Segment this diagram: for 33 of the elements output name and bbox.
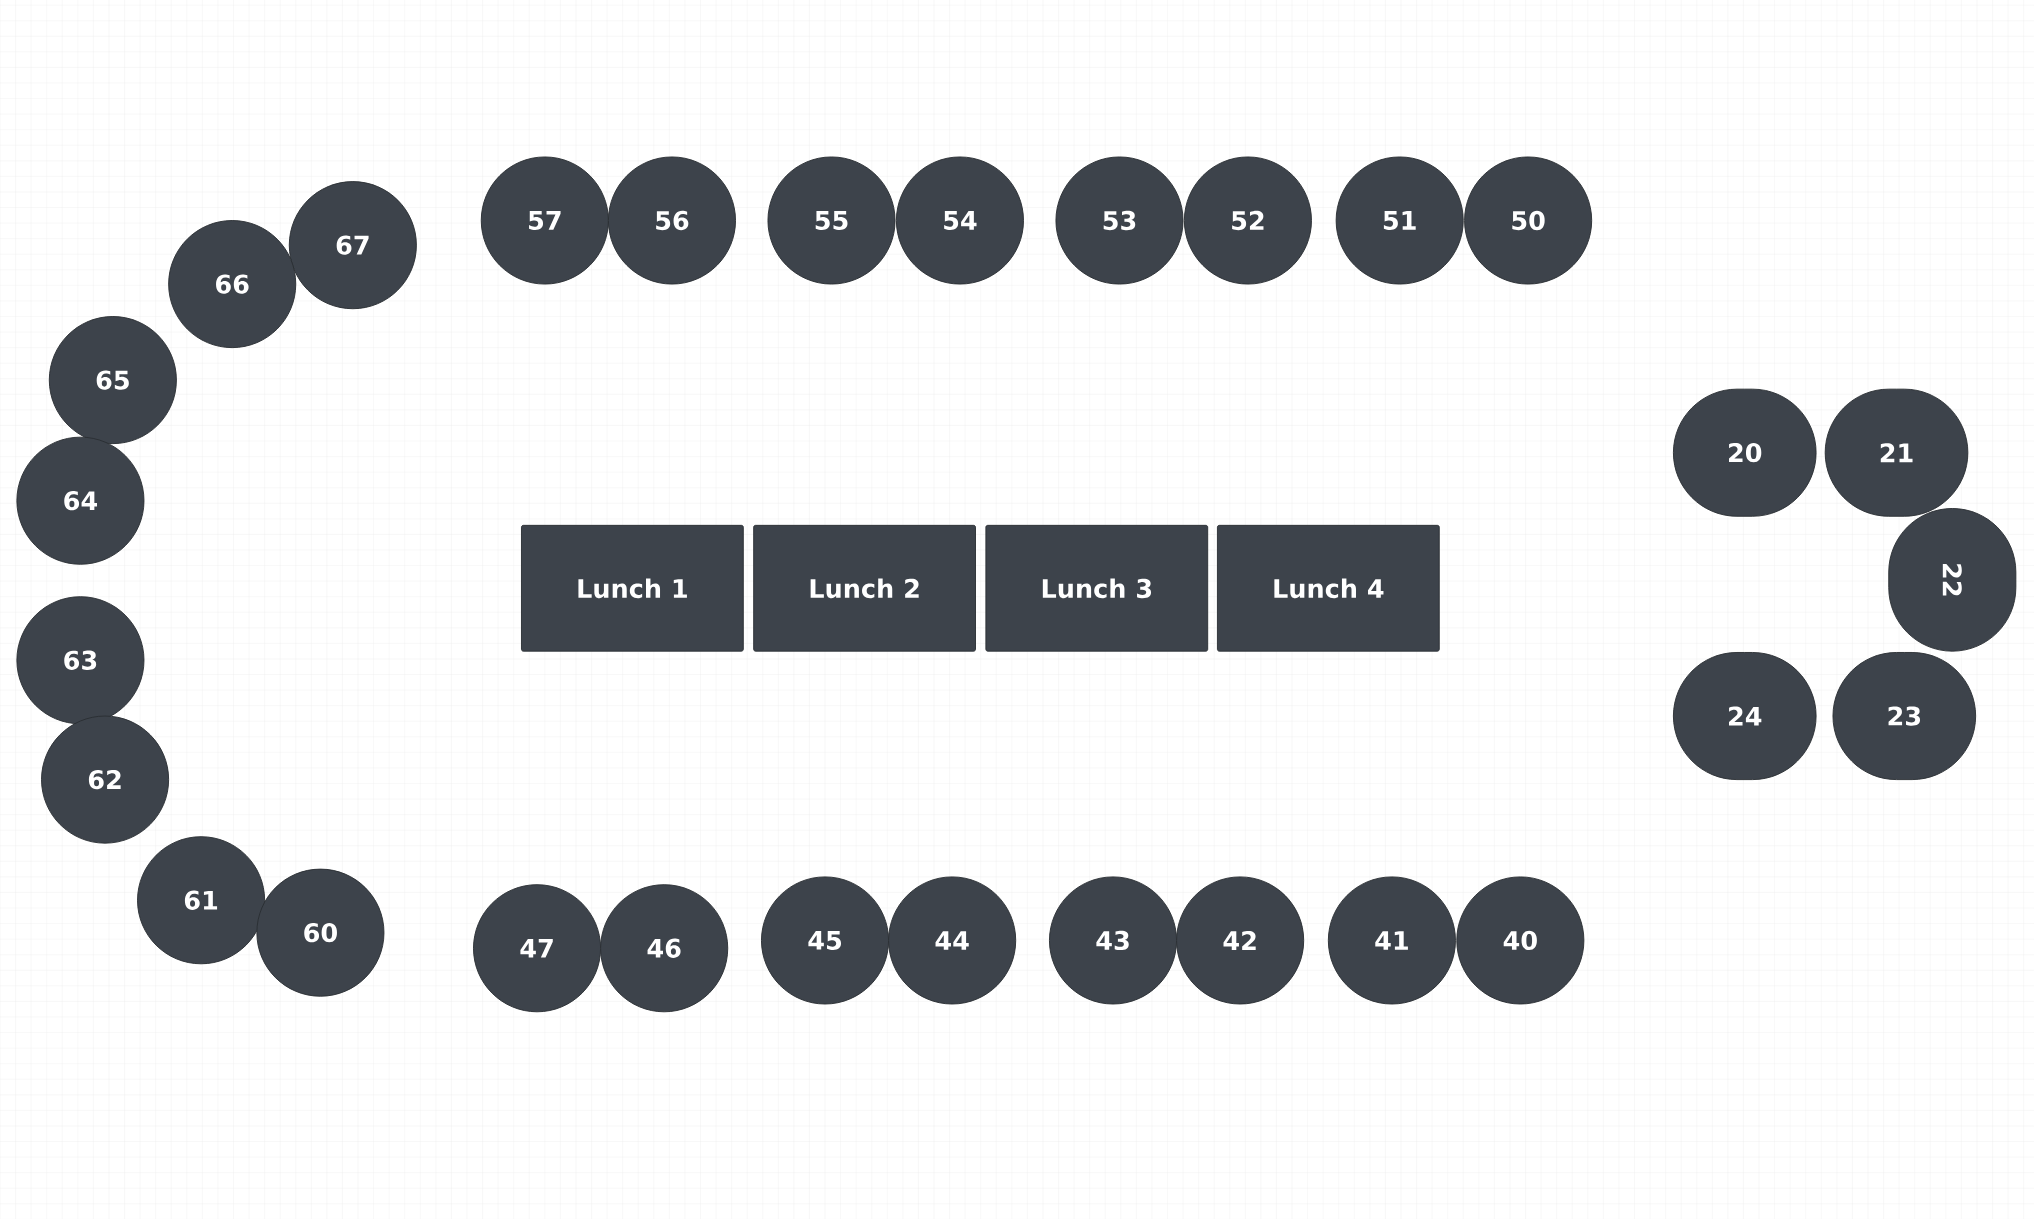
round-table: 55: [767, 156, 896, 285]
oval-table: 22: [1888, 507, 2017, 652]
round-table: 47: [473, 884, 602, 1013]
oval-table: 23: [1832, 651, 1977, 780]
oval-table: 24: [1672, 651, 1817, 780]
lunch-table: Lunch 4: [1216, 524, 1440, 652]
round-table: 52: [1183, 156, 1312, 285]
round-table: 53: [1055, 156, 1184, 285]
lunch-table: Lunch 3: [985, 524, 1209, 652]
round-table: 60: [256, 868, 385, 997]
round-table: 63: [16, 596, 145, 725]
round-table: 66: [168, 219, 297, 348]
round-table: 44: [888, 876, 1017, 1005]
round-table: 61: [137, 836, 266, 965]
round-table: 67: [288, 180, 417, 309]
lunch-table: Lunch 2: [753, 524, 976, 652]
round-table: 56: [607, 156, 736, 285]
round-table: 41: [1327, 876, 1456, 1005]
round-table: 50: [1464, 156, 1593, 285]
round-table: 40: [1456, 876, 1585, 1005]
round-table: 42: [1176, 876, 1305, 1005]
oval-table: 21: [1824, 388, 1969, 517]
round-table: 64: [16, 436, 145, 565]
oval-table: 20: [1672, 388, 1817, 517]
round-table: 62: [41, 715, 170, 844]
round-table: 65: [48, 315, 177, 444]
round-table: 46: [600, 884, 729, 1013]
round-table: 51: [1335, 156, 1464, 285]
round-table: 43: [1049, 876, 1178, 1005]
round-table: 57: [480, 156, 609, 285]
round-table: 45: [761, 876, 890, 1005]
lunch-table: Lunch 1: [521, 524, 744, 652]
round-table: 54: [895, 156, 1024, 285]
